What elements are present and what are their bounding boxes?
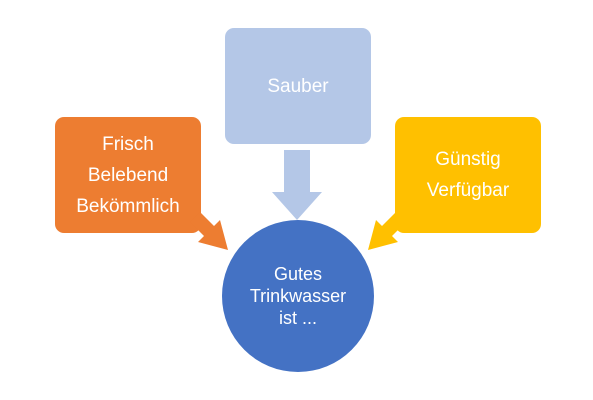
arrow-down-shape bbox=[272, 150, 322, 220]
arrow-down-right-shape bbox=[190, 212, 228, 250]
center-line-1: Gutes bbox=[273, 264, 323, 284]
box-frisch: Frisch Belebend Bekömmlich bbox=[55, 117, 201, 233]
center-line-3: ist ... bbox=[278, 308, 317, 328]
box-frisch-line-2: Belebend bbox=[87, 164, 169, 186]
box-guenstig-line-1: Günstig bbox=[435, 149, 501, 170]
arrow-down-left-shape bbox=[368, 212, 406, 250]
box-sauber: Sauber bbox=[225, 28, 371, 144]
arrow-down-left-icon bbox=[368, 212, 406, 250]
box-guenstig-line-2: Verfügbar bbox=[426, 180, 510, 201]
box-sauber-line-1: Sauber bbox=[267, 75, 329, 97]
box-guenstig: Günstig Verfügbar bbox=[395, 117, 541, 233]
arrow-down-right-icon bbox=[190, 212, 228, 250]
center-circle: Gutes Trinkwasser ist ... bbox=[222, 220, 374, 372]
box-frisch-line-1: Frisch bbox=[102, 133, 154, 155]
box-frisch-line-3: Bekömmlich bbox=[76, 195, 180, 217]
center-line-2: Trinkwasser bbox=[249, 286, 347, 306]
arrow-down-icon bbox=[272, 150, 322, 220]
